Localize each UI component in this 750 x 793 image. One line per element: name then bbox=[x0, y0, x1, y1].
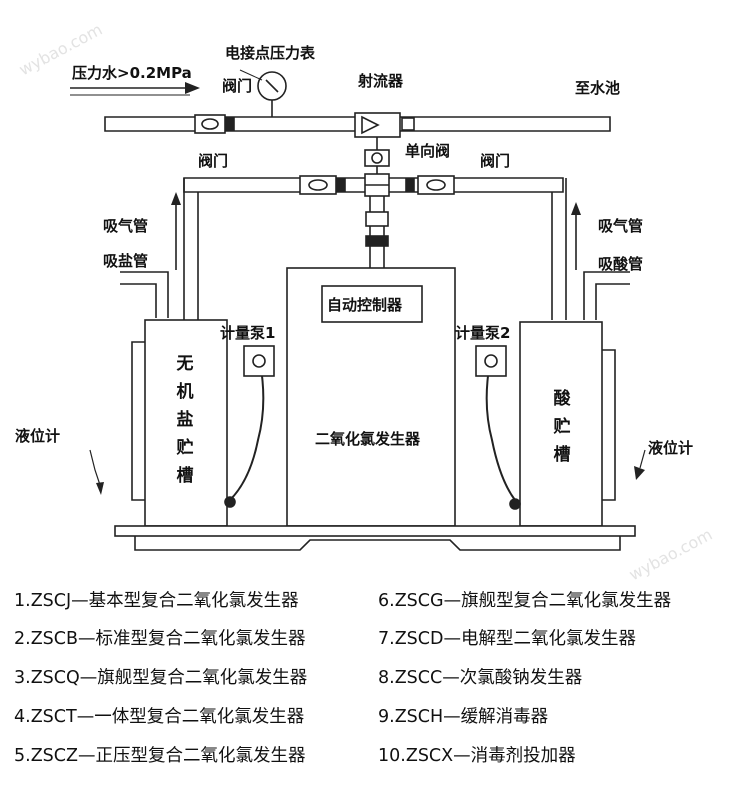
controller-housing bbox=[286, 267, 456, 527]
model-list-item: 9.ZSCH—缓解消毒器 bbox=[378, 707, 549, 727]
suction-acid-label: 吸酸管 bbox=[598, 255, 644, 273]
pump1-label: 计量泵1 bbox=[220, 324, 276, 342]
ejector-label: 射流器 bbox=[358, 72, 404, 90]
model-list-item: 7.ZSCD—电解型二氧化氯发生器 bbox=[378, 629, 636, 649]
generator-label: 二氧化氯发生器 bbox=[315, 430, 421, 448]
level-arrow-right bbox=[634, 449, 646, 480]
suction-air-left-label: 吸气管 bbox=[103, 217, 149, 235]
level-arrow-left bbox=[89, 449, 104, 495]
base-platform bbox=[114, 525, 636, 551]
acid-tank bbox=[519, 321, 616, 527]
pump2-label: 计量泵2 bbox=[455, 324, 511, 342]
model-list-item: 4.ZSCT—一体型复合二氧化氯发生器 bbox=[14, 707, 305, 727]
ejector bbox=[354, 112, 415, 178]
level-left-label: 液位计 bbox=[15, 427, 61, 445]
diagram-drawing bbox=[70, 69, 646, 551]
pressure-gauge bbox=[239, 69, 287, 117]
right-suction-pipe bbox=[571, 202, 630, 320]
check-valve-label: 单向阀 bbox=[405, 142, 451, 160]
salt-tank bbox=[131, 319, 228, 527]
model-list-item: 1.ZSCJ—基本型复合二氧化氯发生器 bbox=[14, 591, 299, 611]
process-diagram: wybao.com wybao.com bbox=[15, 20, 715, 585]
left-suction-pipe bbox=[120, 192, 181, 318]
valve-top bbox=[194, 114, 235, 134]
level-right-label: 液位计 bbox=[648, 439, 694, 457]
pressure-water-label: 压力水>0.2MPa bbox=[72, 64, 192, 82]
model-list-item: 6.ZSCG—旗舰型复合二氧化氯发生器 bbox=[378, 591, 672, 611]
inlet-arrow bbox=[70, 82, 200, 96]
acid-tank-label: 酸贮槽 bbox=[553, 389, 571, 465]
salt-tank-label: 无机盐贮槽 bbox=[176, 354, 194, 486]
valve-left bbox=[299, 175, 346, 195]
model-list-item: 8.ZSCC—次氯酸钠发生器 bbox=[378, 668, 583, 688]
model-list-item: 3.ZSCQ—旗舰型复合二氧化氯发生器 bbox=[14, 668, 308, 688]
valve-top-label: 阀门 bbox=[222, 77, 253, 95]
metering-pump-1 bbox=[224, 345, 275, 508]
valve-right-label: 阀门 bbox=[480, 152, 511, 170]
check-valve bbox=[364, 173, 415, 197]
model-list-item: 2.ZSCB—标准型复合二氧化氯发生器 bbox=[14, 629, 306, 649]
metering-pump-2 bbox=[475, 345, 521, 510]
gauge-label: 电接点压力表 bbox=[225, 44, 316, 62]
valve-right bbox=[417, 175, 455, 195]
model-list-item: 10.ZSCX—消毒剂投加器 bbox=[378, 746, 576, 766]
controller-feed bbox=[365, 196, 389, 268]
valve-left-label: 阀门 bbox=[198, 152, 229, 170]
model-list-item: 5.ZSCZ—正压型复合二氧化氯发生器 bbox=[14, 746, 306, 766]
auto-controller-label: 自动控制器 bbox=[327, 296, 403, 314]
suction-salt-label: 吸盐管 bbox=[103, 252, 149, 270]
to-pool-label: 至水池 bbox=[575, 79, 621, 97]
suction-air-right-label: 吸气管 bbox=[598, 217, 644, 235]
